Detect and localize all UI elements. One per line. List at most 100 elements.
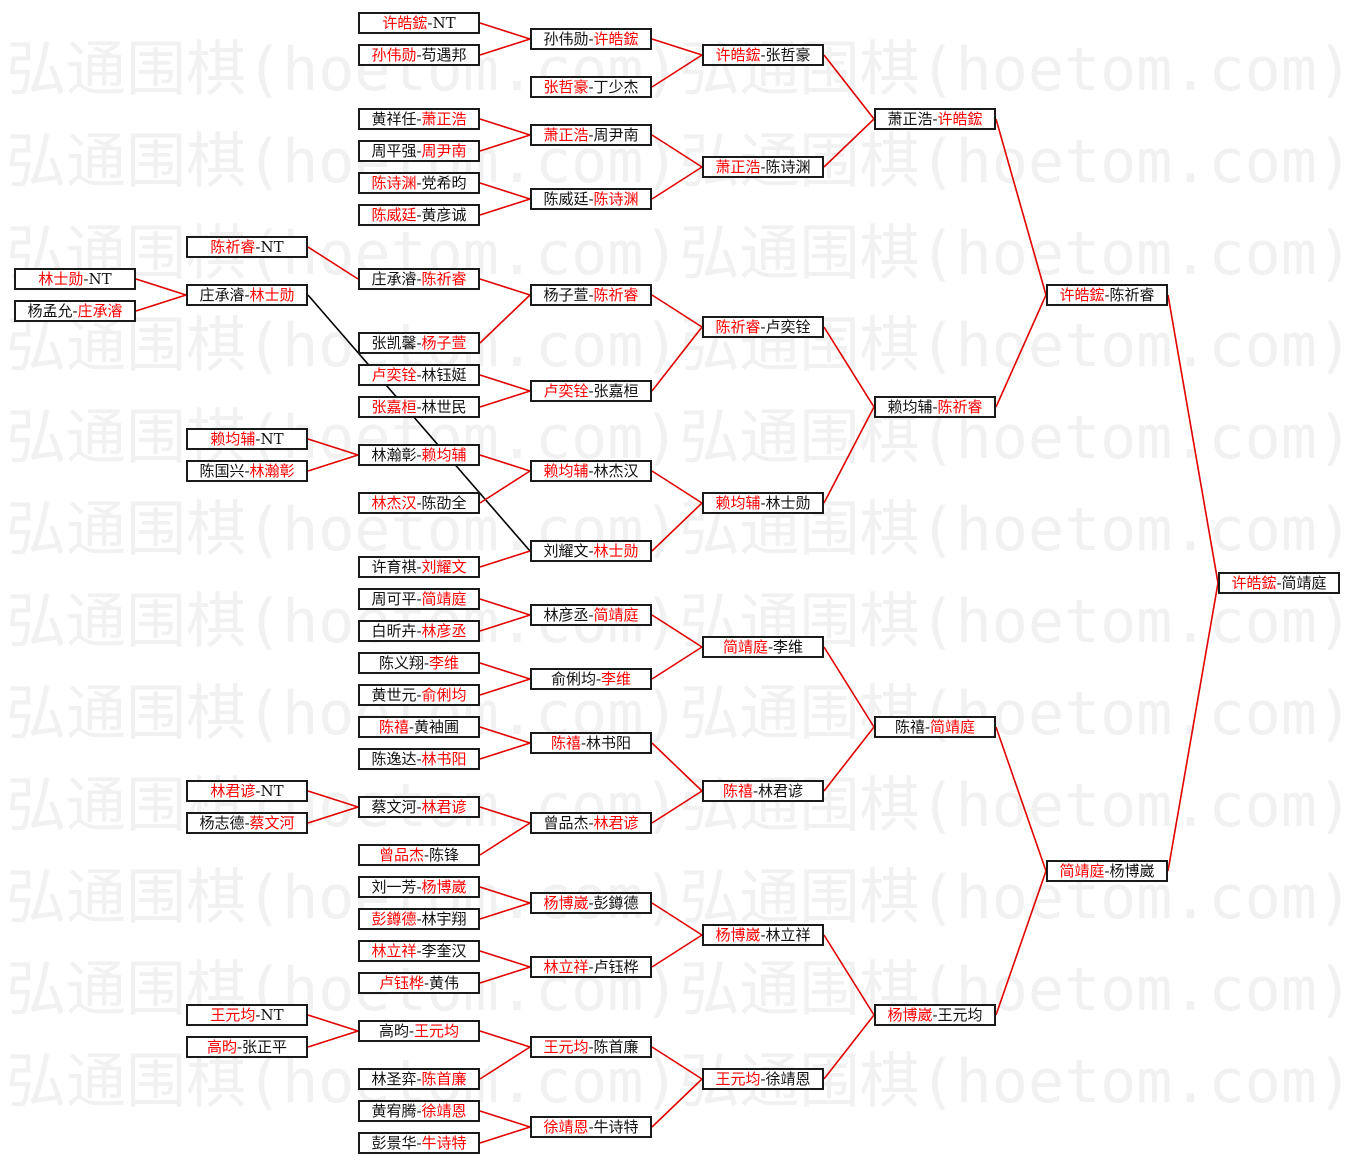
connector-line	[479, 198, 531, 216]
player-a: 赖均辅	[543, 462, 589, 480]
match-box: 林立祥-李奎汉	[358, 940, 480, 962]
separator: -	[416, 1070, 422, 1088]
connector-line	[651, 38, 703, 56]
player-a: 卢钰桦	[378, 974, 424, 992]
separator: -	[767, 638, 774, 656]
separator: -	[416, 398, 422, 416]
player-a: 黄祥任	[371, 110, 417, 128]
player-b: NT	[432, 14, 456, 32]
player-b: 林书阳	[586, 734, 632, 752]
player-a: 杨博崴	[887, 1006, 933, 1024]
connector-line	[651, 742, 703, 792]
match-box: 杨博崴-王元均	[874, 1004, 996, 1026]
separator: -	[416, 558, 422, 576]
player-b: 彭鐏德	[593, 894, 639, 912]
connector-line	[479, 454, 531, 472]
match-box: 杨博崴-林立祥	[702, 924, 824, 946]
match-box: 彭鐏德-林宇翔	[358, 908, 480, 930]
player-a: 庄承濬	[371, 270, 417, 288]
separator: -	[588, 606, 594, 624]
separator: -	[423, 846, 430, 864]
separator: -	[416, 494, 422, 512]
player-a: 孙伟勋	[543, 30, 589, 48]
player-a: 卢奕铨	[543, 382, 589, 400]
connector-line	[995, 870, 1047, 1016]
match-box: 庄承濬-陈祈睿	[358, 268, 480, 290]
player-b: NT	[88, 270, 112, 288]
match-box: 许皓鋐-简靖庭	[1218, 572, 1340, 594]
player-a: 许皓鋐	[715, 46, 761, 64]
player-a: 王元均	[715, 1070, 761, 1088]
connector-line	[823, 1014, 875, 1080]
separator: -	[416, 1102, 422, 1120]
player-b: 周尹南	[593, 126, 639, 144]
separator: -	[416, 446, 422, 464]
player-b: 简靖庭	[593, 606, 639, 624]
player-a: 萧正浩	[543, 126, 589, 144]
player-b: 黄袖圃	[414, 718, 460, 736]
separator: -	[416, 942, 422, 960]
player-b: 苟遇邦	[421, 46, 467, 64]
match-box: 张嘉桓-林世民	[358, 396, 480, 418]
connector-line	[479, 294, 531, 344]
connector-line	[479, 278, 531, 296]
separator: -	[1276, 574, 1282, 592]
player-b: 林君谚	[758, 782, 804, 800]
connector-line	[823, 54, 875, 120]
player-b: 党希昀	[421, 174, 467, 192]
connector-line	[307, 806, 359, 824]
match-box: 简靖庭-李维	[702, 636, 824, 658]
separator: -	[416, 750, 422, 768]
separator: -	[416, 366, 422, 384]
match-box: 陈禧-林君谚	[702, 780, 824, 802]
match-box: 陈祈睿-卢奕铨	[702, 316, 824, 338]
player-a: 刘耀文	[543, 542, 589, 560]
separator: -	[588, 542, 594, 560]
match-box: 萧正浩-许皓鋐	[874, 108, 996, 130]
separator: -	[932, 110, 938, 128]
connector-line	[479, 662, 531, 680]
separator: -	[416, 174, 422, 192]
connector-line	[651, 646, 703, 680]
separator: -	[416, 590, 422, 608]
connector-line	[651, 934, 703, 968]
match-box: 许皓鋐-张哲豪	[702, 44, 824, 66]
player-b: 林钰娗	[421, 366, 467, 384]
player-b: 林君谚	[421, 798, 467, 816]
player-b: 陈锋	[429, 846, 460, 864]
connector-line	[823, 118, 875, 168]
separator: -	[416, 142, 422, 160]
player-b: 徐靖恩	[421, 1102, 467, 1120]
separator: -	[760, 494, 766, 512]
match-box: 蔡文河-林君谚	[358, 796, 480, 818]
player-a: 刘一芳	[371, 878, 417, 896]
match-box: 徐靖恩-牛诗特	[530, 1116, 652, 1138]
player-a: 林君谚	[210, 782, 256, 800]
player-b: 林瀚彰	[249, 462, 295, 480]
player-a: 简靖庭	[1059, 862, 1105, 880]
match-box: 杨子萱-陈祈睿	[530, 284, 652, 306]
match-box: 高昀-张正平	[186, 1036, 308, 1058]
connector-line	[651, 134, 703, 168]
match-box: 林瀚彰-赖均辅	[358, 444, 480, 466]
player-b: 庄承濬	[77, 302, 123, 320]
match-box: 陈威廷-黄彦诚	[358, 204, 480, 226]
separator: -	[244, 462, 250, 480]
player-a: 陈禧	[378, 718, 409, 736]
separator: -	[244, 814, 250, 832]
player-b: 林立祥	[765, 926, 811, 944]
player-b: NT	[260, 1006, 284, 1024]
connector-line	[307, 454, 359, 472]
player-a: 曾品杰	[378, 846, 424, 864]
player-a: 林杰汉	[371, 494, 417, 512]
player-a: 王元均	[210, 1006, 256, 1024]
separator: -	[416, 1134, 422, 1152]
connector-line	[479, 966, 531, 984]
separator: -	[752, 782, 759, 800]
separator: -	[416, 798, 422, 816]
connector-line	[995, 294, 1047, 408]
match-box: 林彦丞-简靖庭	[530, 604, 652, 626]
player-b: 陈首廉	[421, 1070, 467, 1088]
match-box: 赖均辅-陈祈睿	[874, 396, 996, 418]
connector-line	[823, 326, 875, 408]
